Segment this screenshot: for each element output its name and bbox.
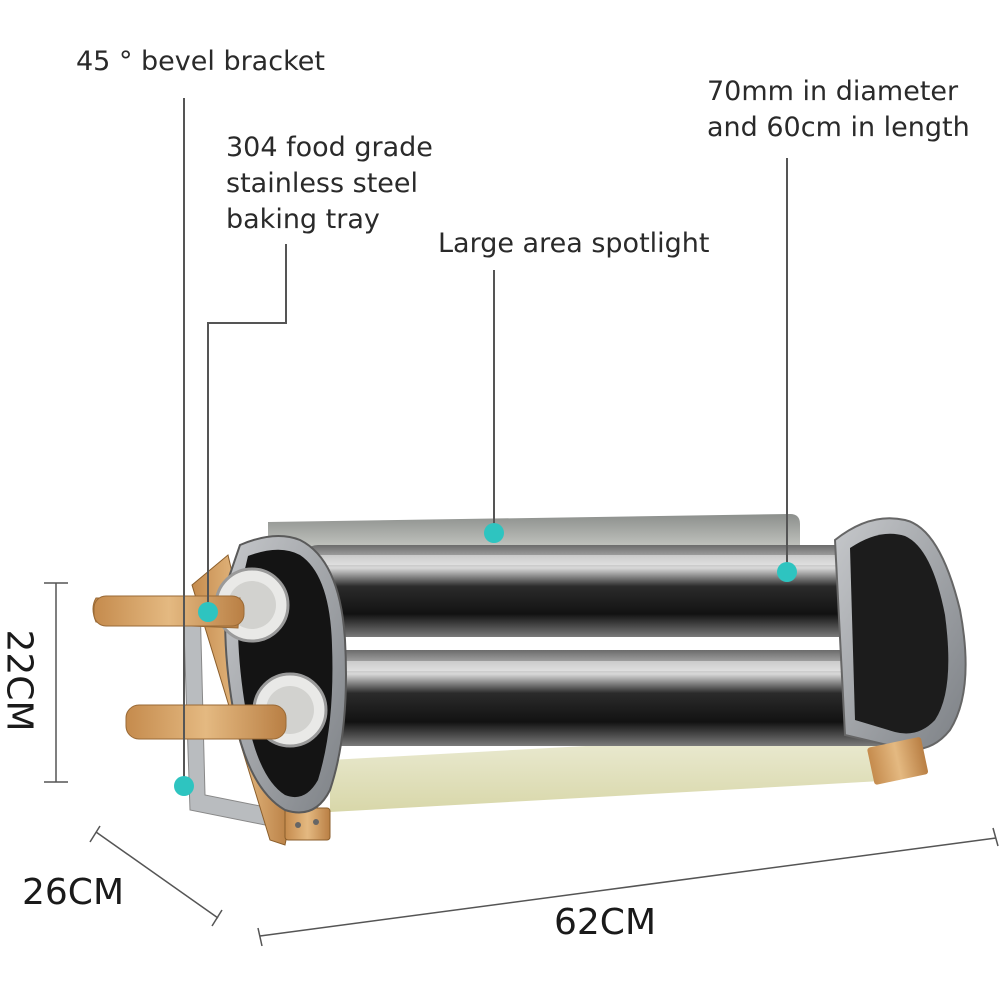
callout-tray-line3: baking tray [226,204,380,235]
callout-leader-lines [183,98,788,786]
callout-bracket: 45 ° bevel bracket [76,46,325,77]
dimension-lines [44,582,999,947]
left-end-cap [214,535,347,814]
callout-dot-tube [777,562,797,582]
bottom-reflector [330,730,900,812]
callout-tray-line1: 304 food grade [226,132,433,163]
upper-vacuum-tube [300,545,860,637]
dimension-length: 62CM [554,902,657,943]
back-reflector [268,514,800,552]
lower-vacuum-tube [300,650,920,746]
right-end-cap [833,517,967,785]
callout-tube-line2: and 60cm in length [707,112,970,143]
callout-tray-line2: stainless steel [226,168,419,199]
callout-dot-bracket [174,776,194,796]
callout-dot-spotlight [484,523,504,543]
dimension-depth: 26CM [22,872,125,913]
lower-tray-handle [125,704,287,740]
callout-spotlight: Large area spotlight [438,228,710,259]
upper-tray-handle [92,595,245,629]
dimension-height: 22CM [0,629,40,732]
callout-tube-line1: 70mm in diameter [707,76,959,107]
callout-dot-tray [198,602,218,622]
